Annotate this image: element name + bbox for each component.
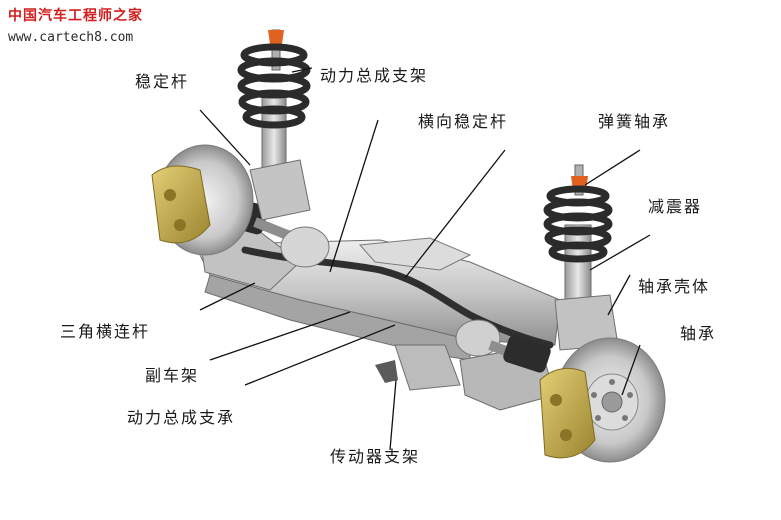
label-powertrain-mount: 动力总成支承 xyxy=(127,408,236,427)
label-transmission-bracket: 传动器支架 xyxy=(330,447,421,466)
label-shock-absorber: 减震器 xyxy=(648,197,703,216)
watermark-url: www.cartech8.com xyxy=(8,30,134,45)
left-strut xyxy=(237,29,311,221)
label-bearing: 轴承 xyxy=(680,324,717,343)
label-powertrain-bracket: 动力总成支架 xyxy=(320,66,429,85)
label-lateral-stabilizer-bar: 横向稳定杆 xyxy=(418,112,509,131)
leader-lines xyxy=(199,67,651,451)
label-wishbone-link: 三角横连杆 xyxy=(60,322,151,341)
right-driveshaft xyxy=(455,319,551,373)
watermark-title: 中国汽车工程师之家 xyxy=(8,8,143,24)
right-brake-assembly xyxy=(539,337,666,463)
transmission-bracket-shape xyxy=(375,360,398,383)
label-bearing-housing: 轴承壳体 xyxy=(638,277,711,296)
label-spring-bearing: 弹簧轴承 xyxy=(598,112,671,131)
label-subframe: 副车架 xyxy=(145,366,200,385)
left-brake-assembly xyxy=(151,144,254,256)
right-strut xyxy=(543,164,619,351)
label-stabilizer-bar: 稳定杆 xyxy=(135,72,190,91)
